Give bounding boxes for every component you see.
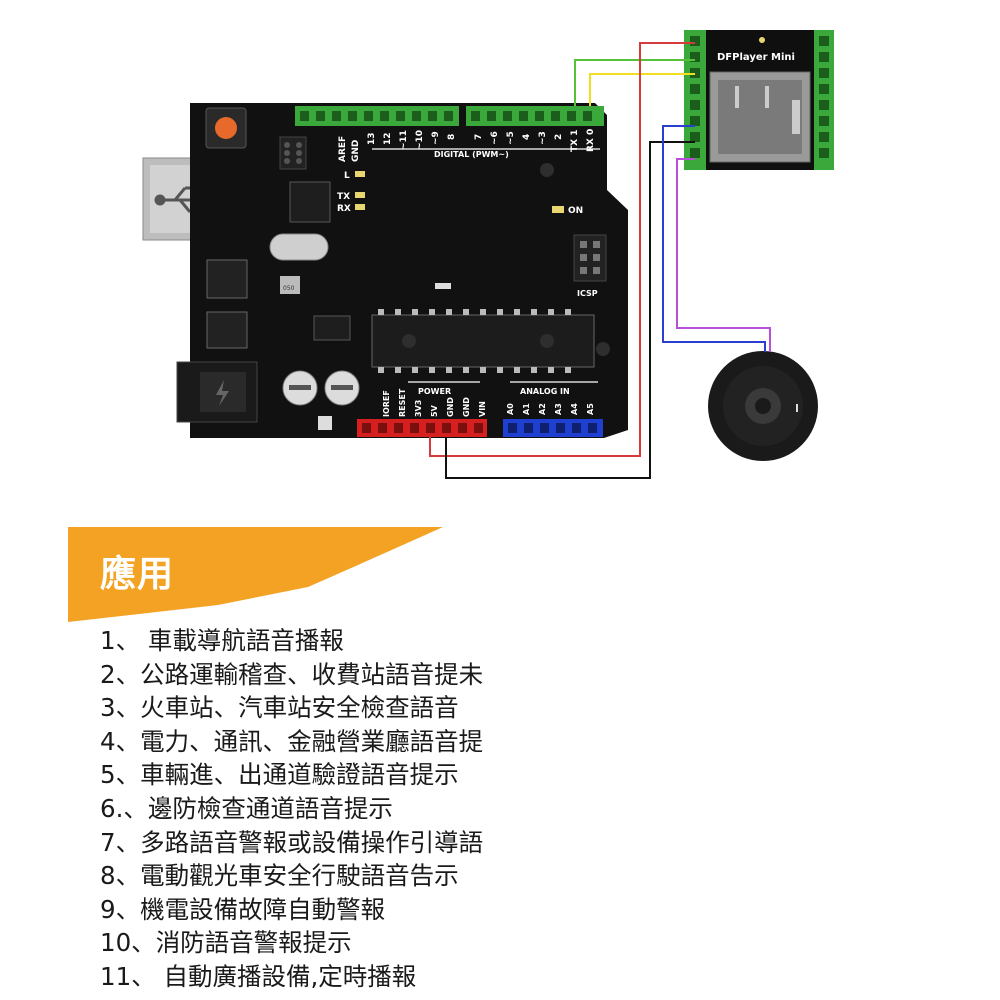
item-text: 火車站、汽車站安全檢查語音 xyxy=(140,693,459,723)
pin-label-a3: A3 xyxy=(554,403,563,415)
item-number: 2、 xyxy=(100,659,141,689)
list-item: 11、 自動廣播設備,定時播報 xyxy=(100,960,483,994)
wire-black-gnd xyxy=(445,141,695,479)
pin-label-gnd-a: GND xyxy=(446,397,455,417)
analog-header xyxy=(503,419,603,437)
pin-label-8: 8 xyxy=(447,134,457,140)
item-text: 多路語音警報或設備操作引導語 xyxy=(140,827,484,857)
pin-label-a4: A4 xyxy=(570,403,579,415)
pin-label-rx: RX 0 xyxy=(586,129,596,152)
pin-label-vin: VIN xyxy=(478,401,487,417)
item-number: 9、 xyxy=(100,894,141,924)
section-title: 應用 xyxy=(100,554,175,595)
pin-label-a5: A5 xyxy=(586,403,595,415)
pin-label-aref: AREF xyxy=(338,136,348,162)
item-number: 4、 xyxy=(100,726,141,756)
pin-label-gnd-b: GND xyxy=(462,397,471,417)
dc-power-jack xyxy=(176,361,258,423)
pin-label-4: 4 xyxy=(522,134,532,140)
wire-red-vcc xyxy=(429,42,695,457)
list-item: 4、電力、通訊、金融營業廳語音提 xyxy=(100,725,483,759)
pin-label-9: ~9 xyxy=(431,131,441,145)
speaker xyxy=(708,351,818,461)
pin-label-13: 13 xyxy=(367,132,377,145)
list-item: 1、 車載導航語音播報 xyxy=(100,624,483,658)
pin-label-3: ~3 xyxy=(538,131,548,145)
digital-label: DIGITAL (PWM~) xyxy=(434,150,509,159)
list-item: 5、車輛進、出通道驗證語音提示 xyxy=(100,758,483,792)
wire-purple-spk2 xyxy=(676,158,771,352)
power-label: POWER xyxy=(418,387,451,396)
on-led xyxy=(552,206,564,213)
status-leds xyxy=(355,171,365,210)
pin-label-12: 12 xyxy=(383,132,393,145)
item-text: 邊防檢查通道語音提示 xyxy=(147,793,393,823)
item-text: 自動廣播設備,定時播報 xyxy=(155,961,417,991)
pin-label-a0: A0 xyxy=(506,403,515,415)
list-item: 2、公路運輸稽查、收費站語音提未 xyxy=(100,658,483,692)
on-label: ON xyxy=(568,206,583,216)
item-text: 車載導航語音播報 xyxy=(140,626,344,655)
pin-label-2: 2 xyxy=(554,134,564,140)
list-item: 6.、邊防檢查通道語音提示 xyxy=(100,792,483,826)
wiring-diagram: AREF GND 13 12 ~11 ~10 ~9 8 7 ~6 ~5 4 ~3… xyxy=(142,30,834,479)
item-text: 機電設備故障自動警報 xyxy=(140,894,386,924)
section-banner xyxy=(68,527,443,622)
applications-list: 1、 車載導航語音播報 2、公路運輸稽查、收費站語音提未 3、火車站、汽車站安全… xyxy=(100,624,483,994)
item-number: 10、 xyxy=(100,928,156,958)
usb-chip xyxy=(289,181,331,223)
crystal-label: 050 xyxy=(283,285,295,292)
pin-label-3v3: 3V3 xyxy=(414,400,423,417)
pin-label-10: ~10 xyxy=(415,130,425,150)
dfplayer-mini-module: DFPlayer Mini xyxy=(684,30,834,170)
pin-label-5: ~5 xyxy=(506,131,516,145)
reset-button xyxy=(205,107,247,149)
pin-label-reset: RESET xyxy=(398,388,407,417)
icsp-header xyxy=(573,234,607,282)
pin-label-a2: A2 xyxy=(538,403,547,415)
led-label-rx: RX xyxy=(337,204,351,214)
icsp-header-small xyxy=(279,136,307,170)
small-chip xyxy=(313,315,351,341)
wire-green-tx xyxy=(574,59,695,106)
icsp-label: ICSP xyxy=(577,289,598,298)
led-label-l: L xyxy=(344,171,350,181)
pin-label-11: ~11 xyxy=(399,130,409,150)
wire-yellow-rx xyxy=(589,73,695,106)
pin-label-7: 7 xyxy=(474,134,484,140)
item-text: 電力、通訊、金融營業廳語音提 xyxy=(140,726,484,756)
item-number: 8、 xyxy=(100,861,141,891)
power-header xyxy=(357,419,487,437)
voltage-regulator-2 xyxy=(206,311,248,349)
voltage-regulator-1 xyxy=(206,259,248,299)
item-text: 消防語音警報提示 xyxy=(155,928,352,958)
pin-label-5v: 5V xyxy=(430,404,439,417)
digital-header xyxy=(295,106,604,126)
wire-blue-spk1 xyxy=(662,125,766,352)
pin-label-6: ~6 xyxy=(490,131,500,145)
crystal xyxy=(269,233,329,261)
capacitors xyxy=(282,370,360,406)
pin-label-gnd: GND xyxy=(351,140,361,162)
list-item: 8、電動觀光車安全行駛語音告示 xyxy=(100,859,483,893)
pin-label-ioref: IOREF xyxy=(382,390,391,417)
item-text: 車輛進、出通道驗證語音提示 xyxy=(140,760,459,790)
item-text: 公路運輸稽查、收費站語音提未 xyxy=(140,659,484,689)
list-item: 10、消防語音警報提示 xyxy=(100,926,483,960)
item-number: 1、 xyxy=(100,626,141,655)
list-item: 9、機電設備故障自動警報 xyxy=(100,893,483,927)
list-item: 7、多路語音警報或設備操作引導語 xyxy=(100,826,483,860)
pin-label-tx: TX 1 xyxy=(570,130,580,152)
item-number: 7、 xyxy=(100,827,141,857)
pin-label-a1: A1 xyxy=(522,403,531,415)
list-item: 3、火車站、汽車站安全檢查語音 xyxy=(100,691,483,725)
item-text: 電動觀光車安全行駛語音告示 xyxy=(140,861,459,891)
item-number: 5、 xyxy=(100,760,141,790)
led-label-tx: TX xyxy=(337,192,350,202)
item-number: 11、 xyxy=(100,961,156,991)
item-number: 6.、 xyxy=(100,793,148,823)
analog-label: ANALOG IN xyxy=(520,387,570,396)
item-number: 3、 xyxy=(100,693,141,723)
module-name: DFPlayer Mini xyxy=(717,52,795,63)
